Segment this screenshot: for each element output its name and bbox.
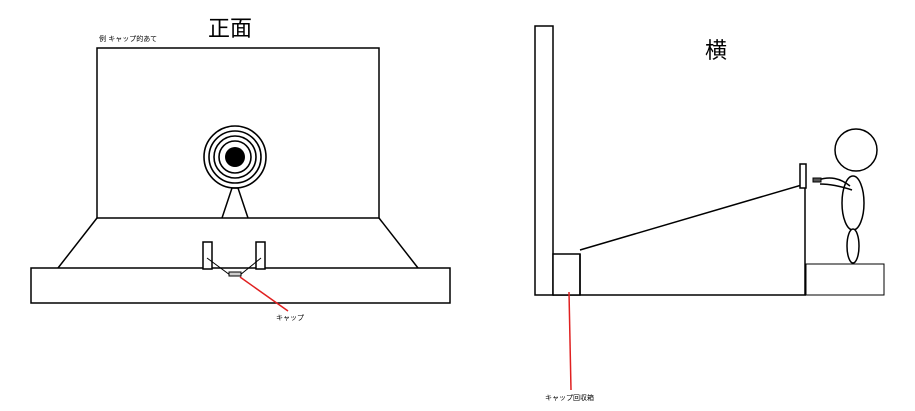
player-body xyxy=(841,175,865,231)
player-arm-lower xyxy=(819,183,853,191)
side-view-title: 横 xyxy=(705,39,727,64)
ramp-left-edge xyxy=(57,217,98,269)
cap-icon xyxy=(228,271,242,277)
collection-label: キャップ回収箱 xyxy=(545,393,594,402)
player-head xyxy=(834,128,878,172)
side-view: 横 xyxy=(534,25,885,296)
side-back-board xyxy=(534,25,554,296)
front-view: 正面 例 キャップ的あて xyxy=(30,17,451,304)
target xyxy=(203,125,267,189)
target-stand xyxy=(221,187,249,219)
front-view-title: 正面 xyxy=(208,17,252,42)
launcher-post-right xyxy=(255,241,266,270)
side-ramp xyxy=(579,182,806,295)
collection-pointer xyxy=(568,291,572,391)
example-label: 例 キャップ的あて xyxy=(99,34,157,43)
ramp-right-edge xyxy=(378,217,419,269)
player-platform xyxy=(805,263,885,296)
player-leg xyxy=(846,228,860,264)
cap-collection-box xyxy=(552,253,581,296)
player-figure xyxy=(812,128,878,264)
launcher-post-left xyxy=(202,241,213,270)
side-cap-icon xyxy=(812,177,822,183)
side-launcher-post xyxy=(799,163,807,189)
cap-label: キャップ xyxy=(276,314,304,322)
cap-pointer xyxy=(239,276,289,312)
bullseye xyxy=(225,147,245,167)
